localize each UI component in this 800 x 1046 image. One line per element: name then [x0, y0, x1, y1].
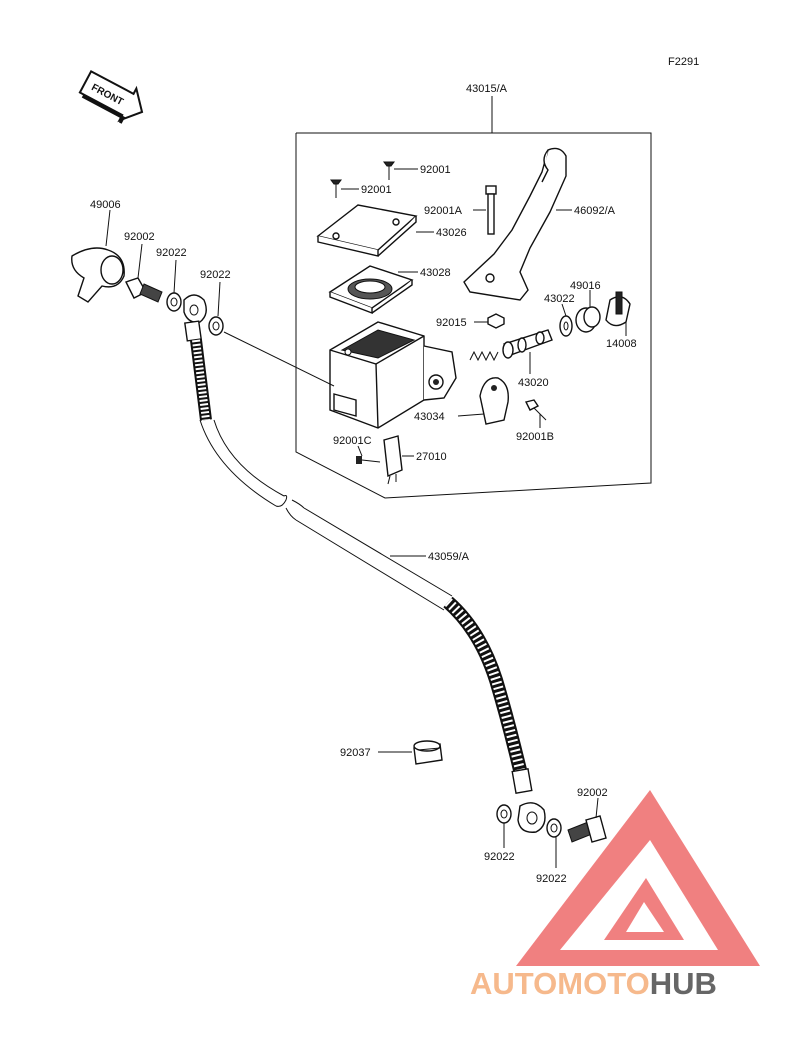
bolt-92001b [524, 399, 547, 428]
watermark-text: AUTOMOTOHUB [470, 966, 717, 1001]
banjo-bolt-top [125, 243, 163, 303]
front-arrow-icon: FRONT [78, 69, 144, 124]
brake-switch [383, 435, 414, 485]
banjo-bolt-bottom [567, 797, 607, 843]
diaphragm [328, 265, 418, 315]
hose-banjo-top [183, 294, 207, 342]
screw-92001-left [330, 179, 359, 198]
label-gasket-top-2: 92022 [200, 269, 231, 281]
gasket-bottom-2 [546, 818, 562, 868]
label-banjo-bolt-top: 92002 [124, 231, 155, 243]
reservoir-cap [316, 204, 434, 257]
label-screw-top: 92001 [420, 164, 451, 176]
piston-assembly [469, 329, 553, 374]
label-cover: 49006 [90, 199, 121, 211]
label-banjo-bolt-bottom: 92002 [577, 787, 608, 799]
grommet [378, 740, 443, 765]
label-gasket-bottom-1: 92022 [484, 851, 515, 863]
master-cylinder-body [329, 321, 457, 429]
watermark-part1: AUTOMOTO [470, 966, 650, 1001]
clamp-pin [605, 291, 631, 336]
nut [474, 313, 505, 329]
label-bolt-holder: 92001B [516, 431, 554, 443]
label-clamp-pin: 14008 [606, 338, 637, 350]
screw-92001-top [383, 161, 418, 180]
label-boot: 49016 [570, 280, 601, 292]
gasket-bottom-1 [496, 804, 512, 848]
label-piston: 43020 [518, 377, 549, 389]
label-cap: 43026 [436, 227, 467, 239]
label-gasket-bottom-2: 92022 [536, 873, 567, 885]
diagram-code: F2291 [668, 56, 699, 68]
hose-banjo-bottom [511, 767, 546, 833]
label-hose: 43059/A [428, 551, 470, 563]
assembly-box [295, 96, 652, 499]
watermark-part2: HUB [650, 966, 717, 1001]
gasket-top-1 [166, 259, 182, 312]
brake-hose [190, 339, 527, 772]
label-grommet: 92037 [340, 747, 371, 759]
label-screw-left: 92001 [361, 184, 392, 196]
boot [575, 290, 601, 333]
cover-49006 [71, 209, 125, 303]
label-lever: 46092/A [574, 205, 616, 217]
label-gasket-top-1: 92022 [156, 247, 187, 259]
screw-92001c [356, 445, 381, 464]
bolt-92001a [473, 185, 497, 235]
label-diaphragm: 43028 [420, 267, 451, 279]
brake-lever [463, 147, 572, 301]
label-holder: 43034 [414, 411, 445, 423]
label-bolt-lever: 92001A [424, 205, 463, 217]
gasket-top-2 [208, 281, 224, 336]
washer-small [559, 303, 573, 337]
label-nut: 92015 [436, 317, 467, 329]
holder [457, 377, 509, 425]
label-assembly: 43015/A [466, 83, 508, 95]
label-switch: 27010 [416, 451, 447, 463]
watermark-logo-icon [516, 790, 760, 966]
label-washer-small: 43022 [544, 293, 575, 305]
label-screw-switch: 92001C [333, 435, 372, 447]
leader-line-cylinder [223, 331, 335, 387]
